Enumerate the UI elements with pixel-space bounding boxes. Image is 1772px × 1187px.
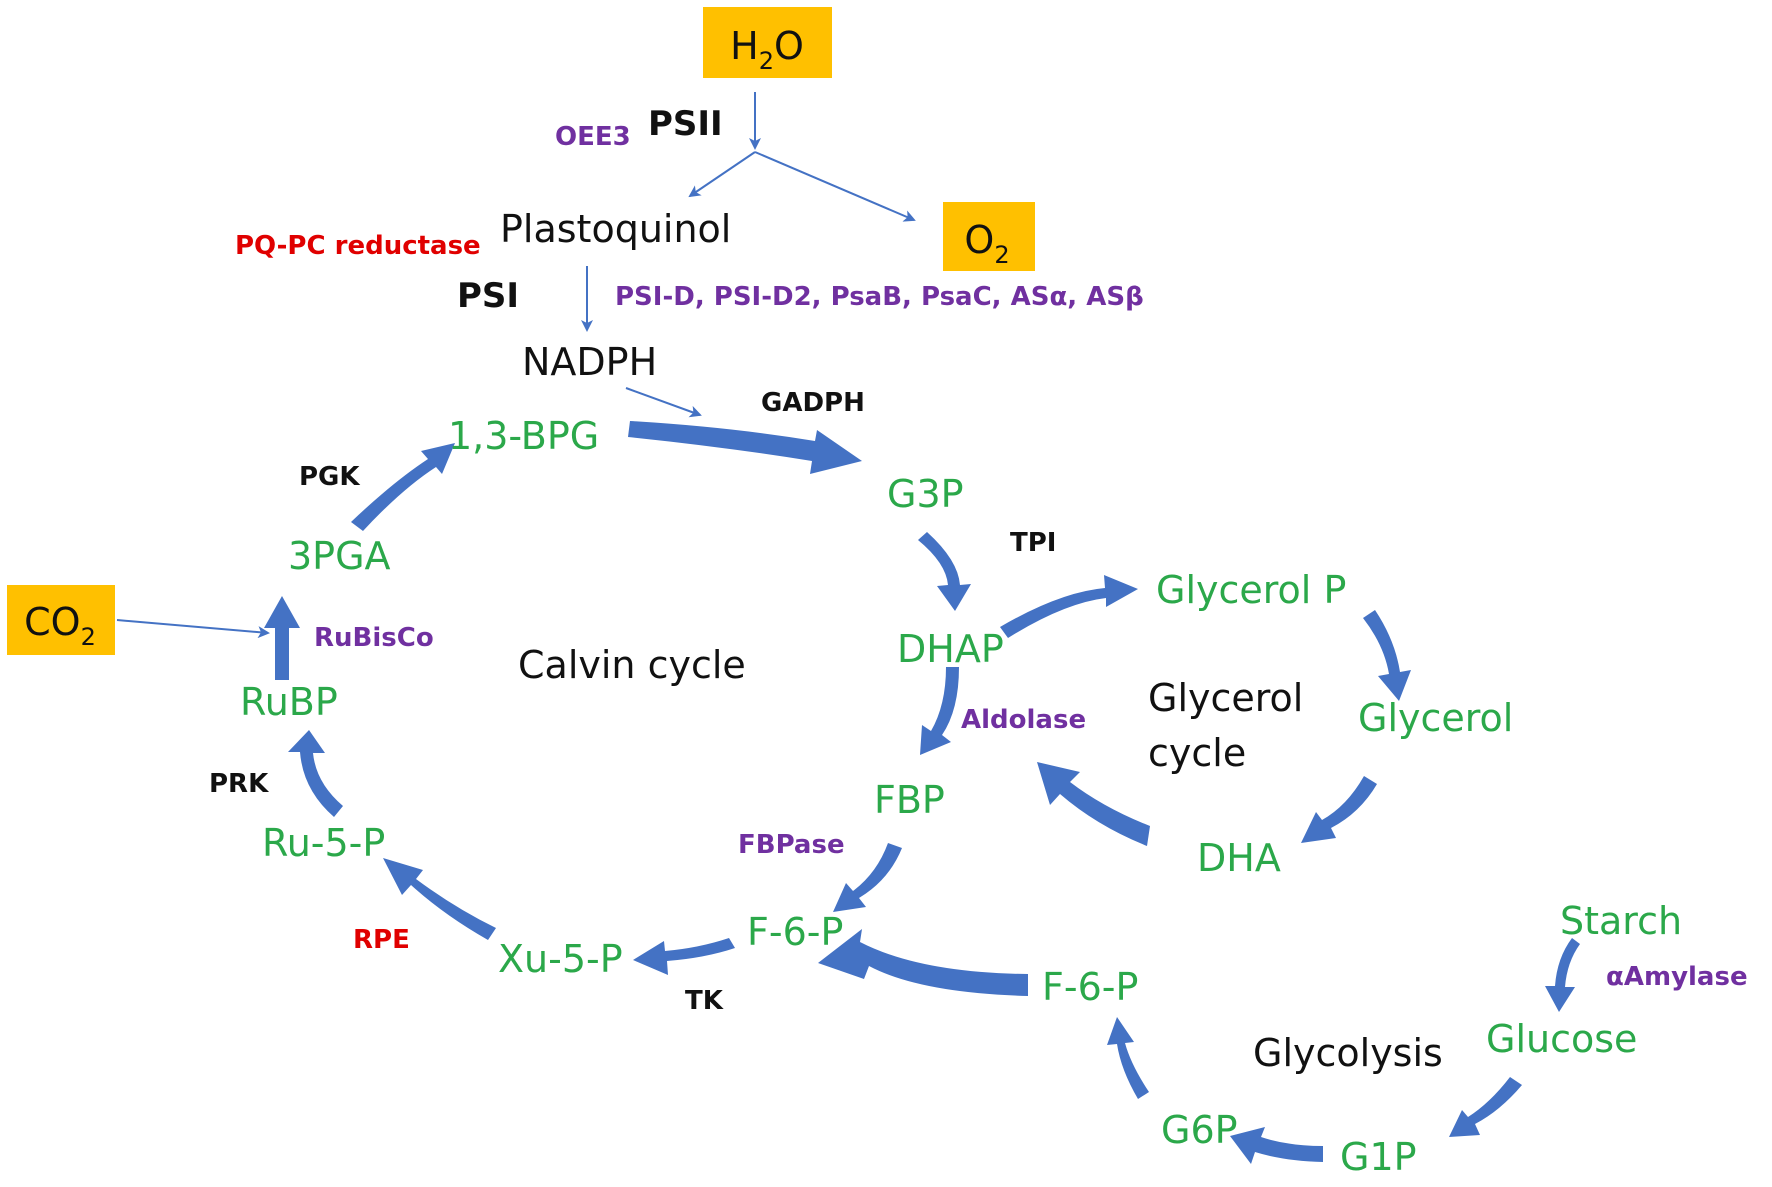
psi-label: PSI [457, 276, 519, 316]
arrow-ru5p-to-rubp [288, 730, 343, 817]
psii-label: PSII [648, 104, 723, 144]
aldolase-label: Aldolase [961, 705, 1086, 735]
arrow-dha-to-aldolase [1037, 762, 1150, 846]
glucose-label: Glucose [1486, 1017, 1637, 1061]
to-o2-arrow [754, 151, 916, 222]
prk-label: PRK [209, 769, 269, 799]
f6p-label: F-6-P [747, 910, 843, 954]
bpg-label: 1,3-BPG [448, 414, 599, 458]
tk-label: TK [685, 986, 724, 1016]
glycerol-p-label: Glycerol P [1156, 568, 1346, 612]
gadph-label: GADPH [761, 388, 865, 418]
tpi-label: TPI [1010, 528, 1056, 558]
svg-text:H2O: H2O [730, 24, 804, 75]
plastoquinol-label: Plastoquinol [500, 207, 731, 251]
o2-box: O2 [943, 202, 1035, 271]
arrow-g3p-to-dhap [918, 532, 971, 611]
svg-text:CO2: CO2 [24, 600, 96, 651]
calvin-cycle-label: Calvin cycle [518, 643, 746, 687]
amylase-label: αAmylase [1606, 962, 1748, 992]
arrow-glycerol-p-to-glycerol [1363, 610, 1411, 701]
glycerol-label: Glycerol [1358, 696, 1513, 740]
co2-to-rubisco-arrow [116, 619, 270, 639]
xu5p-label: Xu-5-P [498, 937, 623, 981]
arrow-dhap-to-glycerol-p [1000, 575, 1138, 638]
glycerol-cycle-label-line2: cycle [1148, 731, 1246, 775]
pq-pc-reductase-label: PQ-PC reductase [235, 231, 481, 261]
arrow-3pga-to-bpg [351, 443, 455, 531]
glycolysis-label: Glycolysis [1253, 1031, 1443, 1075]
to-plastoquinol-arrow [688, 151, 756, 198]
starch-label: Starch [1560, 899, 1682, 943]
fbpase-label: FBPase [738, 830, 845, 860]
rubp-label: RuBP [240, 680, 338, 724]
nadph-label: NADPH [522, 340, 657, 384]
dha-label: DHA [1197, 836, 1281, 880]
dhap-label: DHAP [897, 627, 1004, 671]
g6p-label: G6P [1161, 1108, 1238, 1152]
rpe-label: RPE [353, 925, 410, 955]
arrow-f6p-to-xu5p [633, 938, 735, 975]
arrow-glucose-to-g1p [1449, 1077, 1522, 1137]
arrow-rubp-to-3pga [264, 596, 300, 680]
rubisco-label: RuBisCo [314, 623, 434, 653]
arrow-g6p-to-glyco-f6p [1107, 1017, 1149, 1099]
co2-box: CO2 [7, 585, 115, 655]
arrow-glyco-f6p-to-f6p [818, 929, 1028, 996]
arrow-bpg-to-g3p [628, 421, 862, 474]
glycerol-cycle-label-line1: Glycerol [1148, 676, 1303, 720]
pgk-label: PGK [299, 462, 360, 492]
h2o-box: H2O [703, 7, 832, 78]
oee3-label: OEE3 [555, 122, 631, 152]
glyco-f6p-label: F-6-P [1042, 965, 1138, 1009]
ru5p-label: Ru-5-P [262, 821, 385, 865]
arrow-fbp-to-f6p [833, 843, 902, 912]
arrow-starch-to-glucose [1545, 938, 1580, 1012]
arrow-glycerol-to-dha [1301, 776, 1377, 843]
psi-proteins-label: PSI-D, PSI-D2, PsaB, PsaC, ASα, ASβ [615, 282, 1144, 312]
3pga-label: 3PGA [288, 534, 391, 578]
g3p-label: G3P [887, 472, 964, 516]
arrow-dhap-to-fbp [920, 667, 959, 755]
arrow-g1p-to-g6p [1230, 1127, 1323, 1164]
g1p-label: G1P [1340, 1135, 1417, 1179]
arrow-xu5p-to-ru5p [383, 858, 496, 940]
svg-text:O2: O2 [964, 218, 1009, 269]
nadph-to-gadph-arrow [625, 387, 702, 418]
fbp-label: FBP [874, 778, 945, 822]
